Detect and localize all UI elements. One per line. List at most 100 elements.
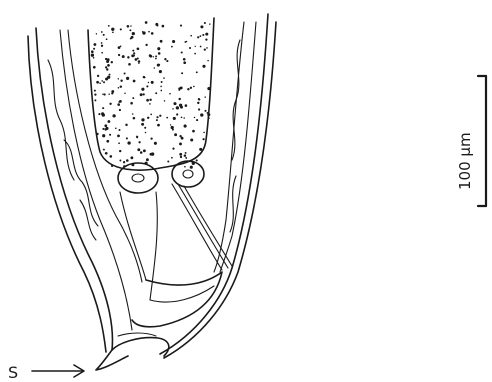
stipple-dot: [138, 63, 139, 64]
stipple-dot: [208, 117, 210, 119]
stipple-dot: [173, 102, 176, 105]
stipple-dot: [107, 58, 110, 61]
stipple-dot: [93, 66, 96, 69]
stipple-dot: [118, 142, 120, 144]
stipple-dot: [140, 151, 143, 154]
stipple-dot: [190, 87, 192, 89]
stipple-dot: [181, 116, 183, 118]
stipple-dot: [153, 56, 154, 57]
stipple-dot: [178, 98, 180, 100]
stipple-dot: [94, 93, 96, 95]
stipple-dot: [118, 129, 120, 131]
stipple-dot: [181, 51, 183, 53]
stipple-dot: [91, 54, 94, 57]
stipple-dot: [157, 47, 160, 50]
stipple-dot: [135, 58, 138, 61]
stipple-dot: [109, 74, 111, 76]
stipple-dot: [119, 150, 121, 152]
stipple-dot: [119, 109, 121, 111]
stipple-dot: [155, 23, 158, 26]
stipple-dot: [107, 64, 110, 67]
stipple-dot: [166, 117, 168, 119]
stipple-dot: [130, 156, 133, 159]
stipple-dot: [94, 99, 96, 101]
stipple-dot: [144, 77, 146, 79]
stipple-dot: [133, 117, 136, 120]
stipple-dot: [105, 152, 108, 155]
stipple-dot: [103, 149, 105, 151]
stipple-dot: [103, 34, 105, 36]
stipple-dot: [93, 57, 95, 59]
stipple-dot: [111, 165, 113, 167]
stipple-dot: [154, 142, 157, 145]
stipple-dot: [155, 92, 157, 94]
stipple-dot: [120, 28, 122, 30]
stipple-dot: [170, 124, 171, 125]
stipple-dot: [117, 135, 120, 138]
stipple-dot: [107, 76, 110, 79]
stipple-dot: [112, 114, 115, 117]
stipple-dot: [137, 148, 140, 151]
stipple-dot: [106, 38, 108, 40]
rectum: [120, 184, 232, 300]
stipple-dot: [156, 116, 158, 118]
stipple-dot: [157, 124, 160, 127]
stipple-dot: [101, 31, 103, 33]
stipple-dot: [196, 119, 198, 121]
stipple-dot: [138, 60, 141, 63]
stipple-dot: [93, 48, 95, 50]
stipple-dot: [160, 86, 162, 88]
stipple-dot: [172, 108, 173, 109]
stipple-dot: [151, 152, 154, 155]
stipple-dot: [103, 81, 105, 83]
stipple-dot: [199, 35, 201, 37]
stipple-dot: [206, 47, 208, 49]
stipple-dot: [171, 46, 173, 48]
stipple-dot: [120, 85, 122, 87]
stipple-dot: [190, 166, 193, 169]
stipple-dot: [197, 102, 199, 104]
stipple-dot: [148, 31, 150, 33]
stipple-dot: [158, 52, 161, 55]
stipple-dot: [101, 42, 103, 44]
stipple-dot: [200, 46, 202, 48]
stipple-dot: [155, 55, 157, 57]
intestine-stippling: [91, 21, 211, 169]
stipple-dot: [205, 38, 207, 40]
stipple-dot: [133, 80, 136, 83]
stipple-dot: [207, 60, 209, 62]
stipple-dot: [118, 54, 120, 56]
stipple-dot: [131, 54, 134, 57]
stipple-dot: [122, 55, 125, 58]
stipple-dot: [94, 90, 96, 92]
stipple-dot: [183, 58, 186, 61]
stipple-dot: [164, 100, 166, 102]
stipple-dot: [101, 80, 103, 82]
stipple-dot: [181, 72, 183, 74]
stipple-dot: [197, 36, 199, 38]
stipple-dot: [119, 100, 122, 103]
stipple-dot: [144, 127, 146, 129]
stipple-dot: [148, 82, 149, 83]
stipple-dot: [129, 29, 131, 31]
stipple-dot: [203, 132, 205, 134]
stipple-dot: [130, 102, 133, 105]
stipple-dot: [132, 32, 135, 35]
stipple-dot: [164, 58, 166, 60]
stipple-dot: [159, 115, 161, 117]
stipple-dot: [109, 103, 111, 105]
stipple-dot: [194, 117, 195, 118]
stipple-dot: [207, 87, 210, 90]
stipple-dot: [142, 31, 144, 33]
stipple-dot: [111, 28, 114, 31]
stipple-dot: [166, 60, 168, 62]
stipple-dot: [97, 75, 99, 77]
stipple-dot: [117, 103, 120, 106]
stipple-dot: [91, 50, 94, 53]
stipple-dot: [198, 108, 200, 110]
stipple-dot: [99, 82, 101, 84]
stipple-dot: [151, 32, 154, 35]
stipple-dot: [104, 124, 107, 127]
stipple-dot: [176, 113, 178, 115]
stipple-dot: [180, 156, 182, 158]
